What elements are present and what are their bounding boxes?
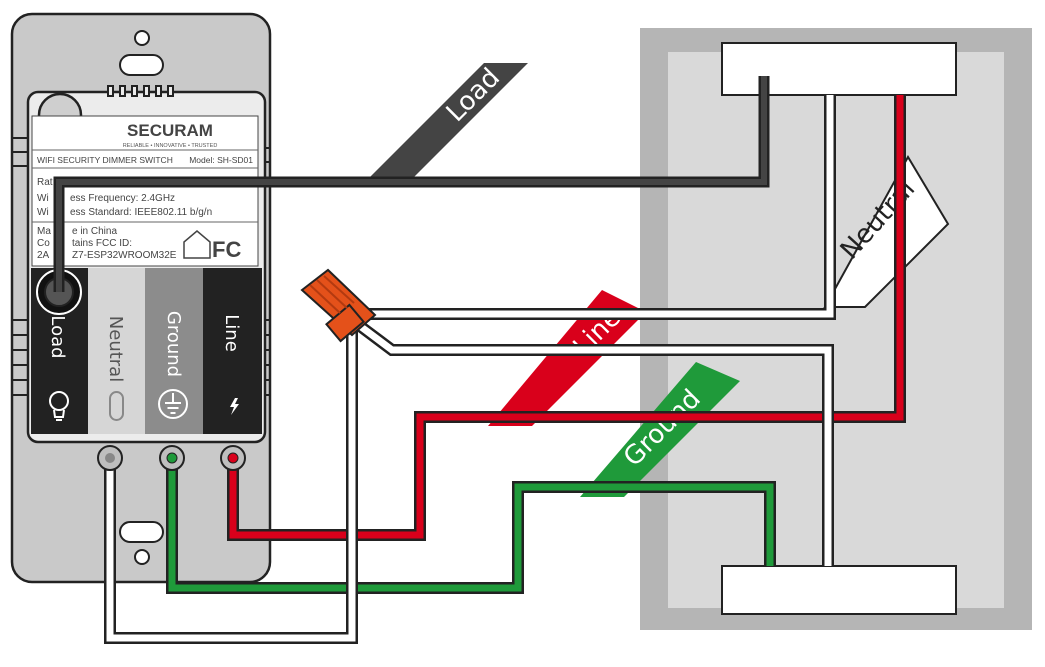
tag-load: Load	[370, 63, 528, 177]
wire-nut	[300, 268, 377, 343]
fcc-text-b: tains FCC ID:	[72, 238, 132, 249]
terminal-label-line: Line	[221, 314, 242, 352]
neutral-wire-device	[106, 330, 356, 642]
line-wire	[229, 95, 904, 539]
neutral-wire-top	[360, 95, 834, 318]
frequency-text-a: Wi	[37, 193, 49, 204]
ground-symbol-icon	[158, 389, 188, 419]
fcc-text-a: Co	[37, 238, 50, 249]
made-in-text-b: e in China	[72, 226, 117, 237]
rating-text: Rat	[37, 177, 53, 188]
brand-logo: SECURAM	[127, 121, 213, 140]
standard-text-b: ess Standard: IEEE802.11 b/g/n	[70, 207, 212, 218]
standard-text-a: Wi	[37, 207, 49, 218]
neutral-wire-bottom	[357, 323, 832, 566]
terminal-label-ground: Ground	[163, 311, 184, 377]
box-bottom-connector	[721, 565, 957, 615]
frequency-text-b: ess Frequency: 2.4GHz	[70, 193, 175, 204]
terminal-screws	[97, 445, 246, 471]
brand-tagline: RELIABLE • INNOVATIVE • TRUSTED	[123, 143, 218, 149]
model-number: Model: SH-SD01	[189, 155, 253, 165]
terminal-label-load: Load	[47, 315, 68, 358]
product-line: WIFI SECURITY DIMMER SWITCH	[37, 155, 173, 165]
made-in-text-a: Ma	[37, 226, 51, 237]
mount-hole-bottom	[134, 549, 150, 565]
terminal-strip-ground	[145, 268, 203, 434]
mount-slot-bottom	[119, 521, 164, 543]
mount-slot-top	[119, 54, 164, 76]
bulb-icon	[49, 391, 69, 421]
lightning-icon	[230, 398, 239, 415]
ground-wire	[168, 460, 774, 592]
terminal-label-neutral: Neutral	[105, 316, 126, 382]
box-top-connector	[721, 42, 957, 96]
fcc-id-text-b: Z7-ESP32WROOM32E	[72, 250, 177, 261]
neutral-oval-icon	[109, 391, 124, 421]
load-wire	[56, 76, 767, 292]
mount-hole-top	[134, 30, 150, 46]
house-icon	[183, 230, 211, 259]
terminal-strip-neutral	[88, 268, 145, 434]
fcc-id-text-a: 2A	[37, 250, 50, 261]
fc-mark: FC	[212, 237, 241, 262]
